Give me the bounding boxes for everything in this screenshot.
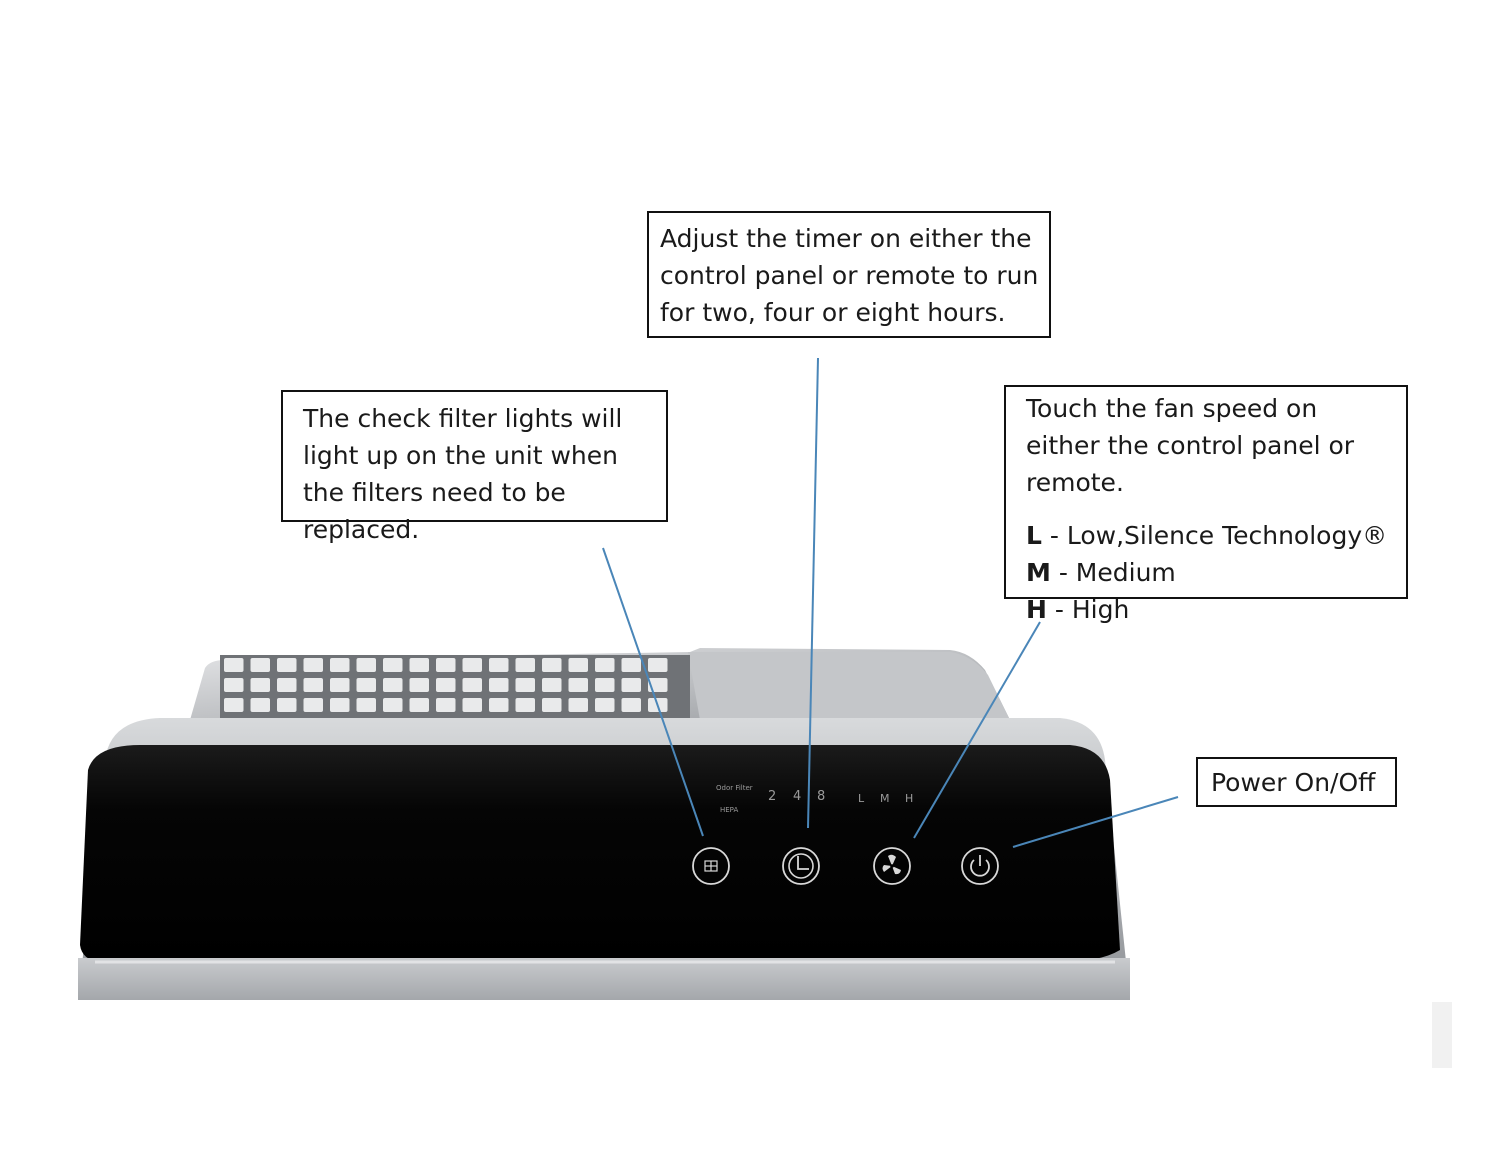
grille-slot xyxy=(356,698,376,712)
fan-speed-callout-intro: Touch the fan speed on either the contro… xyxy=(1026,394,1355,497)
grille-slot xyxy=(224,678,244,692)
grille-slot xyxy=(436,678,456,692)
grille-slot xyxy=(462,678,482,692)
grille-slot xyxy=(356,678,376,692)
timer-8-label: 8 xyxy=(817,789,825,804)
grille-slot xyxy=(277,698,297,712)
filter-callout: The check filter lights will light up on… xyxy=(281,390,668,544)
grille-slot xyxy=(356,658,376,672)
grille-slot xyxy=(224,658,244,672)
timer-4-label: 4 xyxy=(793,789,801,804)
grille-slot xyxy=(330,698,350,712)
power-callout: Power On/Off xyxy=(1196,757,1397,807)
fan-speed-medium: M - Medium xyxy=(1026,554,1398,591)
grille-slot xyxy=(409,658,429,672)
speed-l-label: L xyxy=(858,792,865,805)
clock-icon xyxy=(788,853,814,879)
grille-slot xyxy=(515,678,535,692)
fan-speed-callout: Touch the fan speed on either the contro… xyxy=(1004,385,1408,624)
grille-slot xyxy=(568,658,588,672)
grille-slot xyxy=(303,698,323,712)
grille-slot xyxy=(303,678,323,692)
fan-leader-line xyxy=(913,621,1041,839)
grille-slot xyxy=(595,658,615,672)
fan-speed-button[interactable] xyxy=(873,847,911,885)
power-button[interactable] xyxy=(961,847,999,885)
grille-slot xyxy=(648,678,668,692)
fan-speed-low: L - Low,Silence Technology® xyxy=(1026,517,1398,554)
grille-slot xyxy=(250,698,270,712)
speed-desc-m: - Medium xyxy=(1050,558,1176,587)
speed-key-h: H xyxy=(1026,595,1047,624)
grille-slot xyxy=(250,658,270,672)
grille-slot xyxy=(383,658,403,672)
grille-slot xyxy=(542,678,562,692)
grille-slot xyxy=(542,658,562,672)
speed-h-label: H xyxy=(905,792,913,805)
hepa-label: HEPA xyxy=(720,806,738,814)
leader-lines xyxy=(602,357,1179,848)
grille-slot xyxy=(542,698,562,712)
speed-m-label: M xyxy=(880,792,890,805)
grille-slot xyxy=(250,678,270,692)
grille-slot xyxy=(383,678,403,692)
grille-slot xyxy=(621,678,641,692)
timer-callout: Adjust the timer on either the control p… xyxy=(647,211,1051,338)
grille-slot xyxy=(330,678,350,692)
grille-slot xyxy=(595,678,615,692)
timer-2-label: 2 xyxy=(768,789,776,804)
grille-slot xyxy=(515,658,535,672)
grille-slot xyxy=(515,698,535,712)
grille-slot xyxy=(621,698,641,712)
grille-slot xyxy=(489,658,509,672)
grille-slot xyxy=(409,698,429,712)
grille-slot xyxy=(277,658,297,672)
filter-callout-text: The check filter lights will light up on… xyxy=(303,404,623,544)
filter-leader-line xyxy=(602,547,704,837)
base-trim xyxy=(78,958,1130,1000)
edge-artifact xyxy=(1432,1002,1452,1068)
fan-icon xyxy=(882,854,901,875)
grille-slot xyxy=(303,658,323,672)
speed-key-l: L xyxy=(1026,521,1042,550)
grille-slot xyxy=(489,678,509,692)
grille-slot xyxy=(462,658,482,672)
grille-slot xyxy=(277,678,297,692)
odor-filter-label: Odor Filter xyxy=(716,784,753,792)
grille-slot xyxy=(224,698,244,712)
grille-slot xyxy=(595,698,615,712)
power-leader-line xyxy=(1012,796,1179,848)
grille-slot xyxy=(436,698,456,712)
fan-speed-high: H - High xyxy=(1026,591,1398,628)
power-callout-text: Power On/Off xyxy=(1211,768,1376,797)
grille-slot xyxy=(462,698,482,712)
top-right-cover xyxy=(688,652,1010,720)
speed-desc-l: - Low,Silence Technology® xyxy=(1041,521,1388,550)
grille-slot xyxy=(436,658,456,672)
grille-slot xyxy=(489,698,509,712)
timer-leader-line xyxy=(807,357,819,829)
speed-desc-h: - High xyxy=(1046,595,1130,624)
power-icon xyxy=(970,855,990,877)
grille-slot xyxy=(568,678,588,692)
timer-button[interactable] xyxy=(782,847,820,885)
timer-callout-text: Adjust the timer on either the control p… xyxy=(660,224,1039,327)
grille-slot xyxy=(409,678,429,692)
filter-button[interactable] xyxy=(692,847,730,885)
grille-slot xyxy=(383,698,403,712)
grille-slot xyxy=(330,658,350,672)
speed-key-m: M xyxy=(1026,558,1051,587)
grille-slot xyxy=(621,658,641,672)
black-control-panel xyxy=(80,745,1120,962)
grille-slot xyxy=(648,658,668,672)
filter-icon xyxy=(704,860,718,872)
grille-slot xyxy=(568,698,588,712)
